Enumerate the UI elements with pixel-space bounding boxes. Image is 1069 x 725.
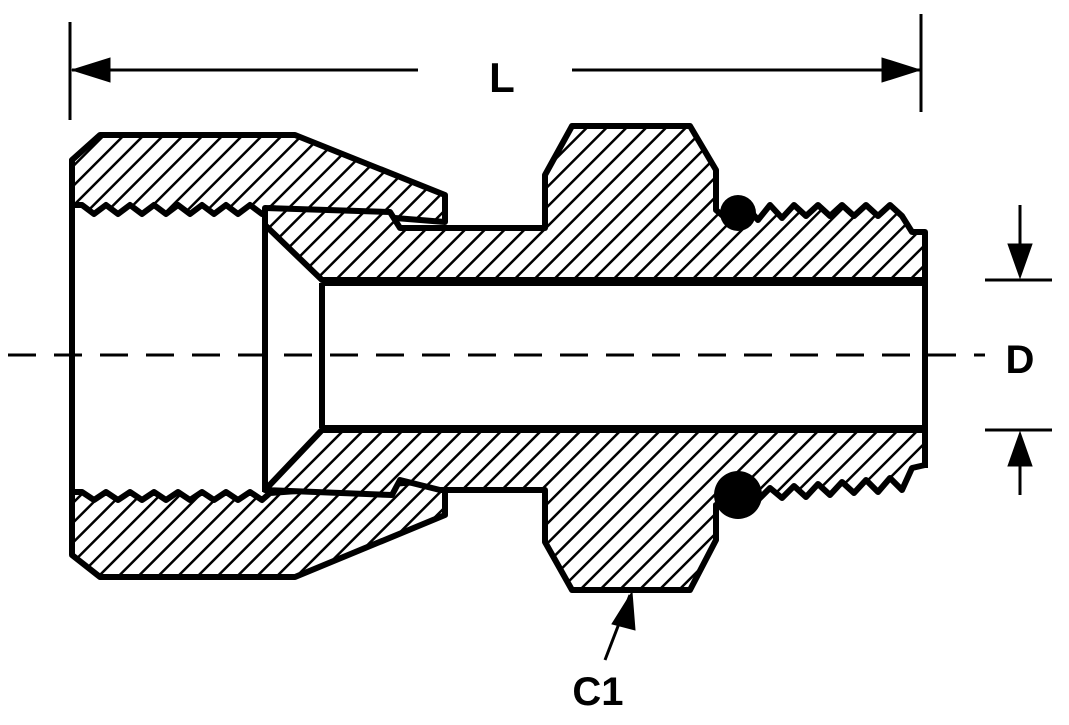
length-label: L (489, 54, 515, 101)
lower-nut-section (69, 477, 448, 580)
upper-nut-section (69, 132, 448, 225)
diameter-arrow-bottom (1007, 430, 1033, 467)
callout-label: C1 (572, 670, 623, 714)
callout-arrow (611, 590, 636, 631)
diameter-label: D (1006, 338, 1035, 382)
diameter-arrow-top (1007, 243, 1033, 280)
upper-o-ring (720, 195, 756, 231)
length-arrow-right (881, 57, 922, 83)
lower-body-section (262, 427, 928, 593)
lower-o-ring (714, 471, 762, 519)
length-arrow-left (70, 57, 111, 83)
upper-body-section (262, 123, 928, 283)
